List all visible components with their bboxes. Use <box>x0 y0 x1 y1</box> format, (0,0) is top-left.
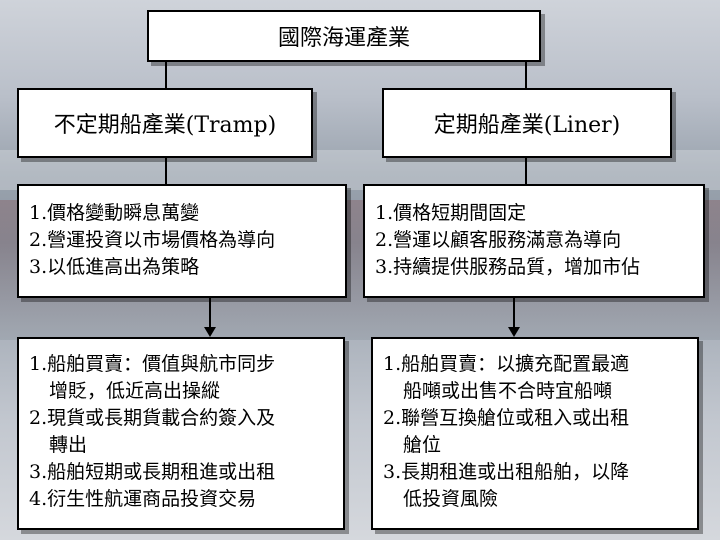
connector-title-left <box>165 62 167 88</box>
liner-feature: 3.持續提供服務品質，增加市佔 <box>375 256 641 278</box>
tramp-feature: 2.營運投資以市場價格為導向 <box>29 229 276 251</box>
arrow-left-down <box>204 327 216 337</box>
liner-feature: 2.營運以顧客服務滿意為導向 <box>375 229 622 251</box>
connector-title-right <box>525 62 527 88</box>
title-text: 國際海運產業 <box>277 26 410 51</box>
tramp-heading-box: 不定期船產業(Tramp) <box>17 88 313 158</box>
tramp-strategy: 4.衍生性航運商品投資交易 <box>29 488 257 510</box>
arrow-right-down <box>508 327 520 337</box>
connector-right-head-mid <box>525 158 527 184</box>
tramp-feature: 1.價格變動瞬息萬變 <box>29 202 200 224</box>
connector-right-mid-bot <box>513 298 515 328</box>
liner-heading-box: 定期船產業(Liner) <box>382 88 672 158</box>
connector-left-head-mid <box>165 158 167 184</box>
liner-strategies-box: 1.船舶買賣：以擴充配置最適 船噸或出售不合時宜船噸 2.聯營互換艙位或租入或出… <box>371 337 699 530</box>
liner-strategy: 低投資風險 <box>403 488 499 510</box>
tramp-features-box: 1.價格變動瞬息萬變 2.營運投資以市場價格為導向 3.以低進高出為策略 <box>17 184 347 298</box>
title-box: 國際海運產業 <box>147 10 541 62</box>
tramp-strategy: 增貶，低近高出操縱 <box>49 380 221 402</box>
liner-features-box: 1.價格短期間固定 2.營運以顧客服務滿意為導向 3.持續提供服務品質，增加市佔 <box>363 184 705 298</box>
tramp-strategy: 1.船舶買賣：價值與航市同步 <box>29 353 276 375</box>
tramp-strategy: 3.船舶短期或長期租進或出租 <box>29 461 276 483</box>
tramp-strategies-box: 1.船舶買賣：價值與航市同步 增貶，低近高出操縱 2.現貨或長期貨載合約簽入及 … <box>17 337 345 530</box>
tramp-strategy: 轉出 <box>49 434 88 456</box>
liner-strategy: 1.船舶買賣：以擴充配置最適 <box>383 353 630 375</box>
liner-strategy: 船噸或出售不合時宜船噸 <box>403 380 613 402</box>
liner-heading: 定期船產業(Liner) <box>433 113 621 138</box>
liner-strategy: 3.長期租進或出租船舶，以降 <box>383 461 630 483</box>
tramp-feature: 3.以低進高出為策略 <box>29 256 200 278</box>
liner-strategy: 艙位 <box>403 434 442 456</box>
tramp-strategy: 2.現貨或長期貨載合約簽入及 <box>29 407 276 429</box>
liner-feature: 1.價格短期間固定 <box>375 202 527 224</box>
connector-left-mid-bot <box>209 298 211 328</box>
tramp-heading: 不定期船產業(Tramp) <box>53 113 277 138</box>
liner-strategy: 2.聯營互換艙位或租入或出租 <box>383 407 630 429</box>
